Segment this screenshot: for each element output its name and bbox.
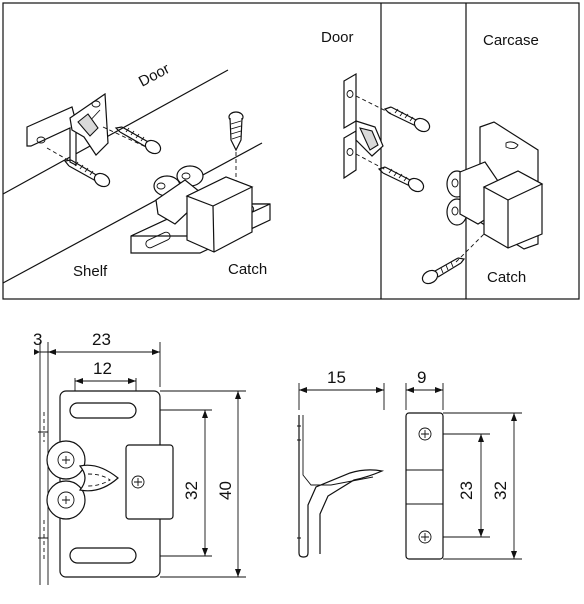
screw-door-upper [355, 95, 431, 133]
door-strike-front [343, 72, 384, 180]
carcase-label: Carcase [483, 32, 539, 49]
spring-clip [78, 464, 119, 492]
catch-front-view: 3 23 12 32 40 [33, 330, 246, 585]
shelf-install-view: Door Shelf Catch [2, 60, 271, 284]
screw-lower [46, 147, 111, 188]
dim-offset: 3 [33, 330, 42, 349]
installation-panel [2, 2, 580, 300]
strike-lower-hole [418, 530, 432, 544]
screw-vertical [228, 111, 244, 186]
catch-label-right: Catch [487, 269, 526, 286]
strike-plate [405, 412, 444, 560]
screw-carcase [421, 233, 485, 285]
dim-hole-spacing: 23 [457, 481, 476, 500]
shelf-top-edge [2, 69, 229, 195]
strike-side-view: 15 [297, 368, 385, 558]
dim-slot-spacing: 32 [182, 481, 201, 500]
dim-depth: 15 [327, 368, 346, 387]
catch-housing [125, 444, 174, 520]
door-strike-plate [26, 92, 109, 166]
panel-border [2, 2, 580, 300]
door-label: Door [136, 60, 173, 90]
shelf-catch [130, 165, 271, 254]
lower-slot [69, 547, 137, 564]
door-install-view: Door [321, 29, 431, 193]
shelf-label: Shelf [73, 263, 108, 280]
dim-overall-height: 40 [216, 481, 235, 500]
catch-label: Catch [228, 261, 267, 278]
carcase-install-view: Carcase Catch [421, 32, 544, 286]
screw-door-lower [355, 153, 425, 193]
strike-upper-hole [418, 427, 432, 441]
carcase-catch [446, 121, 544, 250]
dim-slot-length: 12 [93, 359, 112, 378]
dim-overall-width: 23 [92, 330, 111, 349]
shelf-front-edge [2, 142, 263, 284]
door-label-middle: Door [321, 29, 354, 46]
dim-strike-width: 9 [417, 368, 426, 387]
dim-strike-height: 32 [491, 481, 510, 500]
screw-upper [102, 126, 162, 155]
upper-slot [69, 402, 137, 419]
strike-front-view: 9 23 32 [405, 368, 522, 560]
strike-profile [298, 415, 385, 558]
